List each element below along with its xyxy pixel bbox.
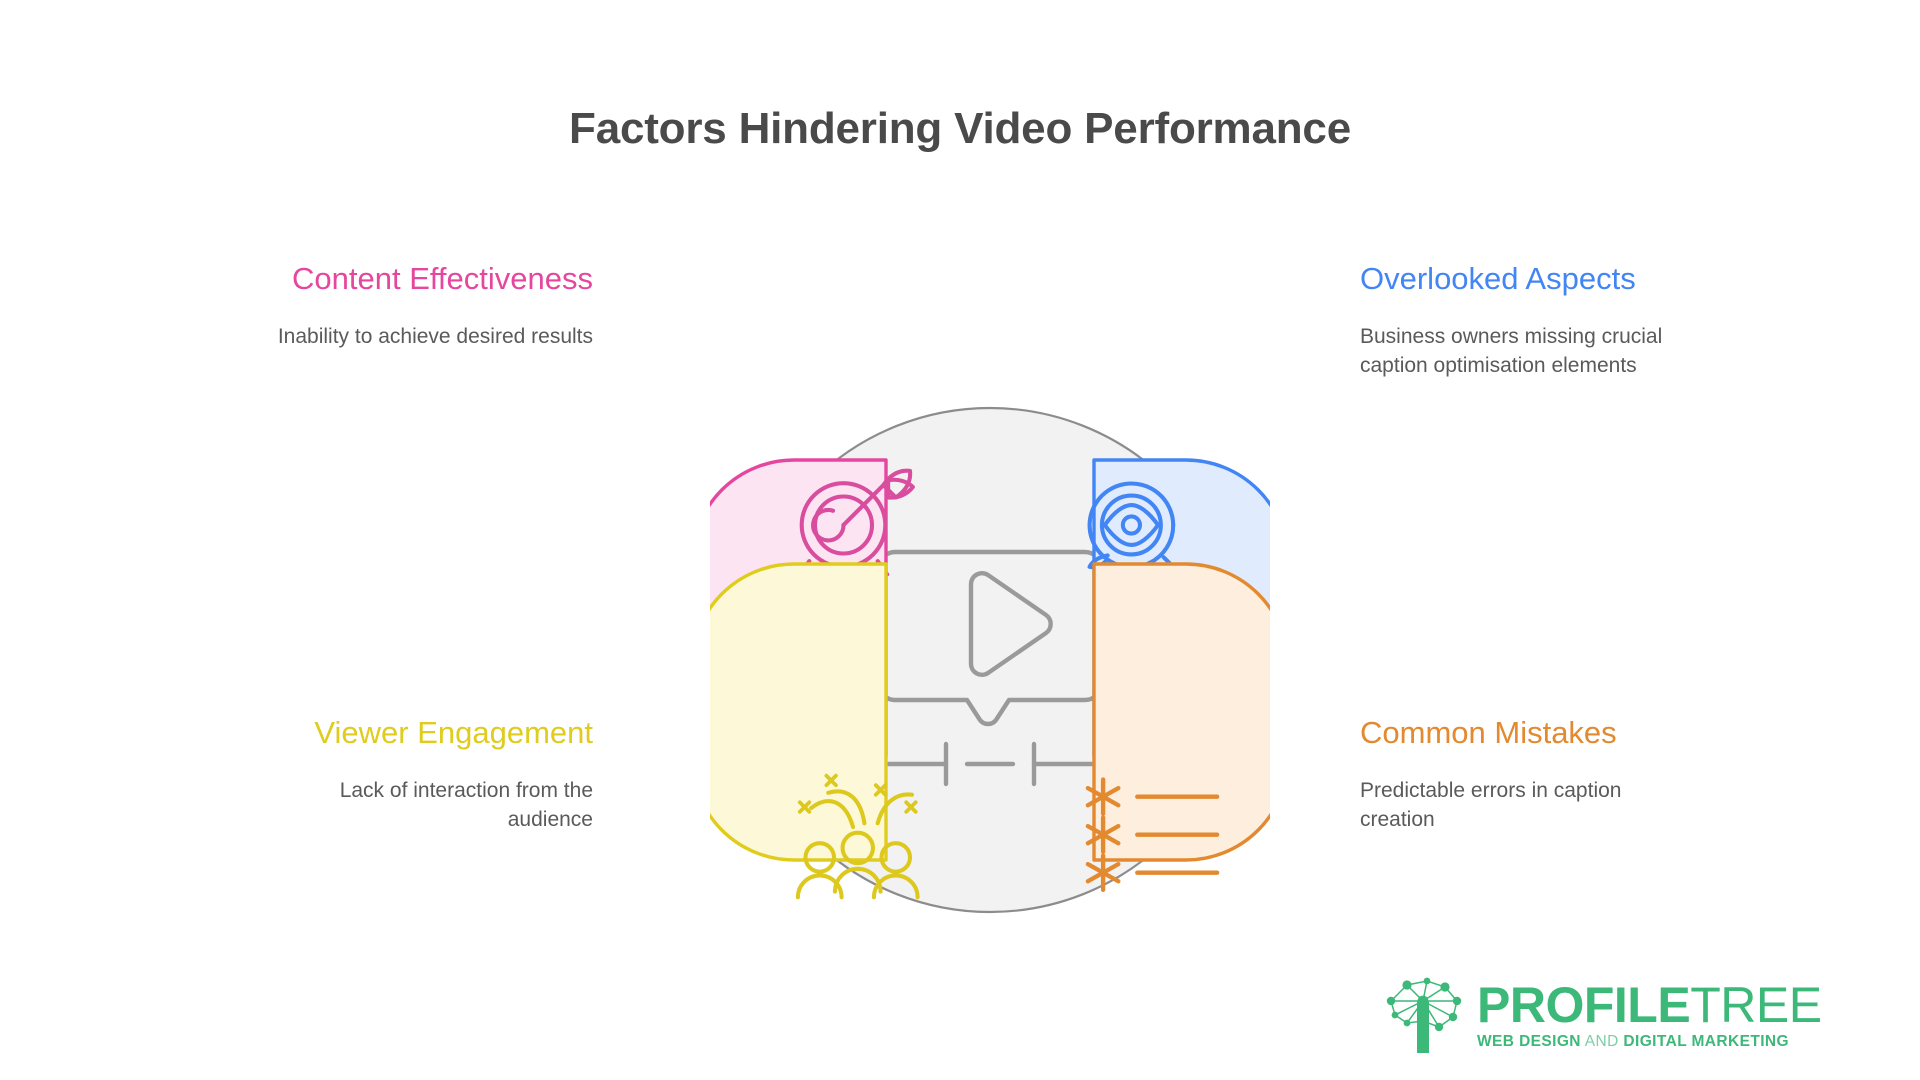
profiletree-tree-network-icon [1383,971,1469,1062]
logo-tagline-digital-marketing: DIGITAL MARKETING [1623,1033,1789,1050]
logo-tagline-and: AND [1584,1033,1619,1050]
logo-tagline-web-design: WEB DESIGN [1477,1033,1581,1050]
page-title: Factors Hindering Video Performance [569,104,1351,153]
quadrant-badge-common-mistakes[interactable] [1085,562,1270,892]
quadrant-text-content-effectiveness: Content Effectiveness Inability to achie… [253,258,593,351]
center-diagram [710,380,1270,940]
logo-word-tree: TREE [1690,977,1822,1033]
quadrant-heading-content-effectiveness: Content Effectiveness [292,261,593,296]
quadrant-badge-viewer-engagement[interactable] [710,562,920,900]
asterisk-glyph-2 [1085,815,1121,854]
logo-tagline: WEB DESIGN AND DIGITAL MARKETING [1477,1033,1789,1051]
quadrant-body-viewer-engagement: Lack of interaction from the audience [339,778,593,832]
asterisk-glyph-1 [1085,777,1121,816]
quadrant-body-common-mistakes: Predictable errors in caption creation [1360,778,1622,832]
quadrant-body-overlooked-aspects: Business owners missing crucial caption … [1360,324,1663,378]
quadrant-text-viewer-engagement: Viewer Engagement Lack of interaction fr… [253,712,593,835]
quadrant-heading-viewer-engagement: Viewer Engagement [314,715,593,750]
asterisk-bullet-list-icon [1085,777,1220,892]
quadrant-text-overlooked-aspects: Overlooked Aspects Business owners missi… [1360,258,1700,381]
quadrant-body-content-effectiveness: Inability to achieve desired results [277,324,593,348]
quadrant-heading-common-mistakes: Common Mistakes [1360,715,1617,750]
audience-celebration-people-icon [795,773,920,900]
logo-wordmark: PROFILETREE [1477,980,1822,1030]
quadrant-text-common-mistakes: Common Mistakes Predictable errors in ca… [1360,712,1700,835]
logo-word-profile: PROFILE [1477,977,1691,1033]
profiletree-logo[interactable]: PROFILETREE WEB DESIGN AND DIGITAL MARKE… [1383,968,1822,1064]
asterisk-glyph-3 [1085,853,1121,892]
quadrant-heading-overlooked-aspects: Overlooked Aspects [1360,261,1636,296]
